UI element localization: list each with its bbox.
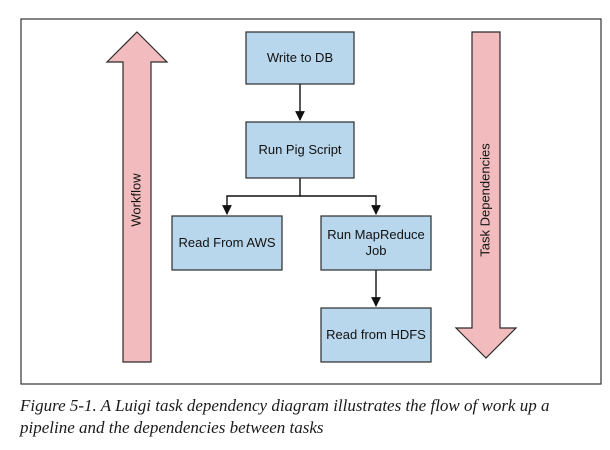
task-dependencies-arrow: Task Dependencies xyxy=(454,31,518,359)
task-dependencies-arrow-shape xyxy=(454,31,518,359)
edge-run-pig-to-run-mapreduce xyxy=(300,195,381,215)
figure-caption: Figure 5-1. A Luigi task dependency diag… xyxy=(20,396,550,437)
workflow-label: Workflow xyxy=(128,173,143,227)
node-run-pig-script-label: Run Pig Script xyxy=(258,142,341,157)
workflow-arrow: Workflow xyxy=(105,31,169,363)
node-write-to-db-label: Write to DB xyxy=(267,50,333,65)
diagram-frame xyxy=(20,18,602,385)
task-dependencies-label: Task Dependencies xyxy=(477,143,492,257)
node-read-from-hdfs-label: Read from HDFS xyxy=(326,327,426,342)
node-read-from-aws: Read From AWS xyxy=(171,215,283,271)
workflow-arrow-shape xyxy=(105,31,169,363)
node-read-from-aws-label: Read From AWS xyxy=(178,235,275,250)
node-read-from-hdfs: Read from HDFS xyxy=(320,307,432,363)
edge-run-pig-to-read-aws xyxy=(222,178,301,215)
edges xyxy=(222,84,381,307)
node-write-to-db: Write to DB xyxy=(245,31,355,85)
task-dependency-diagram: Workflow Task Dependencies Write to DB R… xyxy=(20,18,602,385)
node-run-pig-script: Run Pig Script xyxy=(245,121,355,179)
